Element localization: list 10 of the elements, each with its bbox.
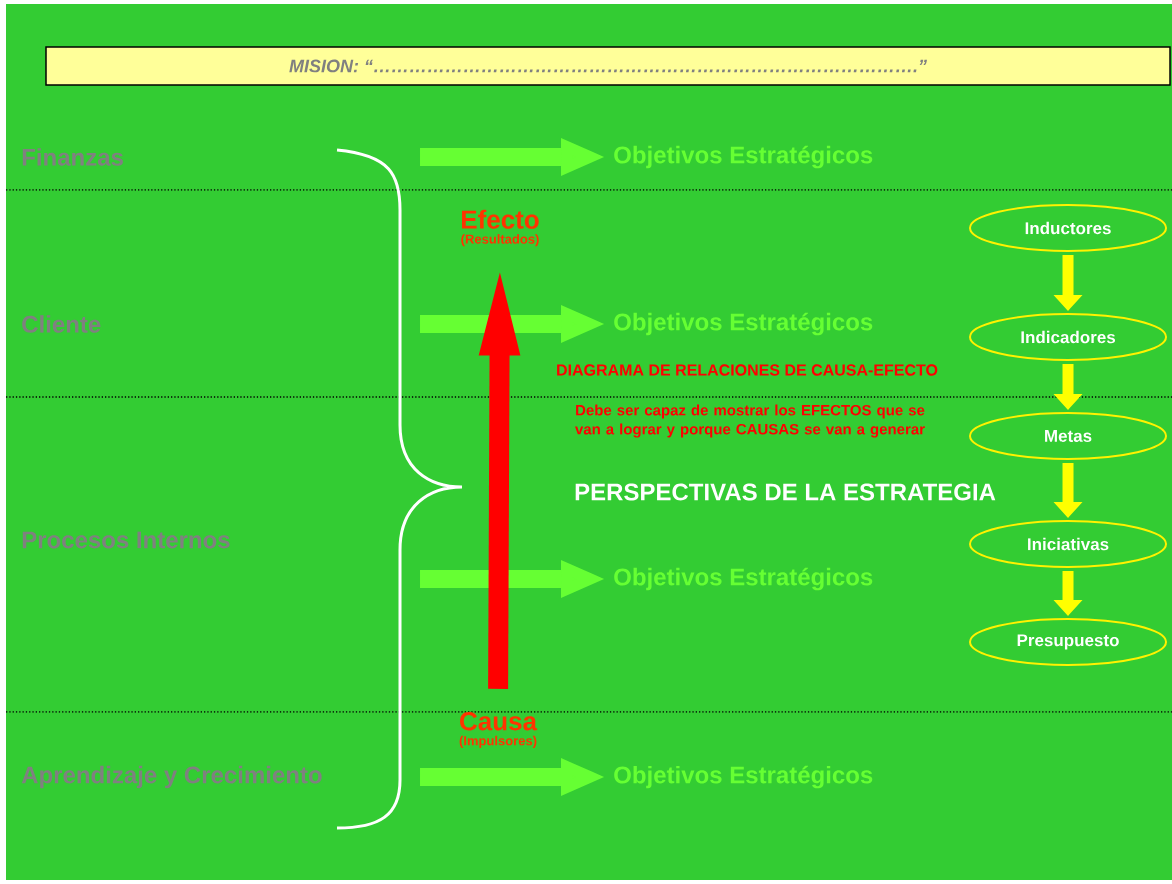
perspective-label: Procesos Internos [22, 531, 230, 549]
perspective-label: Cliente [22, 315, 101, 333]
perspective-label: Finanzas [22, 148, 123, 166]
heading-label: Causa (Impulsores) [459, 712, 538, 748]
heading-label: Efecto (Resultados) [461, 209, 539, 247]
mission-box: MISION: “……………………………………………………………………………….” [45, 46, 1171, 86]
perspective-label: Aprendizaje y Crecimiento [21, 765, 322, 789]
note-text: Debe ser capaz de mostrar los EFECTOS que se van a lograr y porque CAUSAS se van a generar [575, 404, 925, 438]
heading-text: PERSPECTIVAS DE LA ESTRATEGIA [575, 483, 996, 501]
heading-text: DIAGRAMA DE RELACIONES DE CAUSA-EFECTO [557, 364, 938, 376]
